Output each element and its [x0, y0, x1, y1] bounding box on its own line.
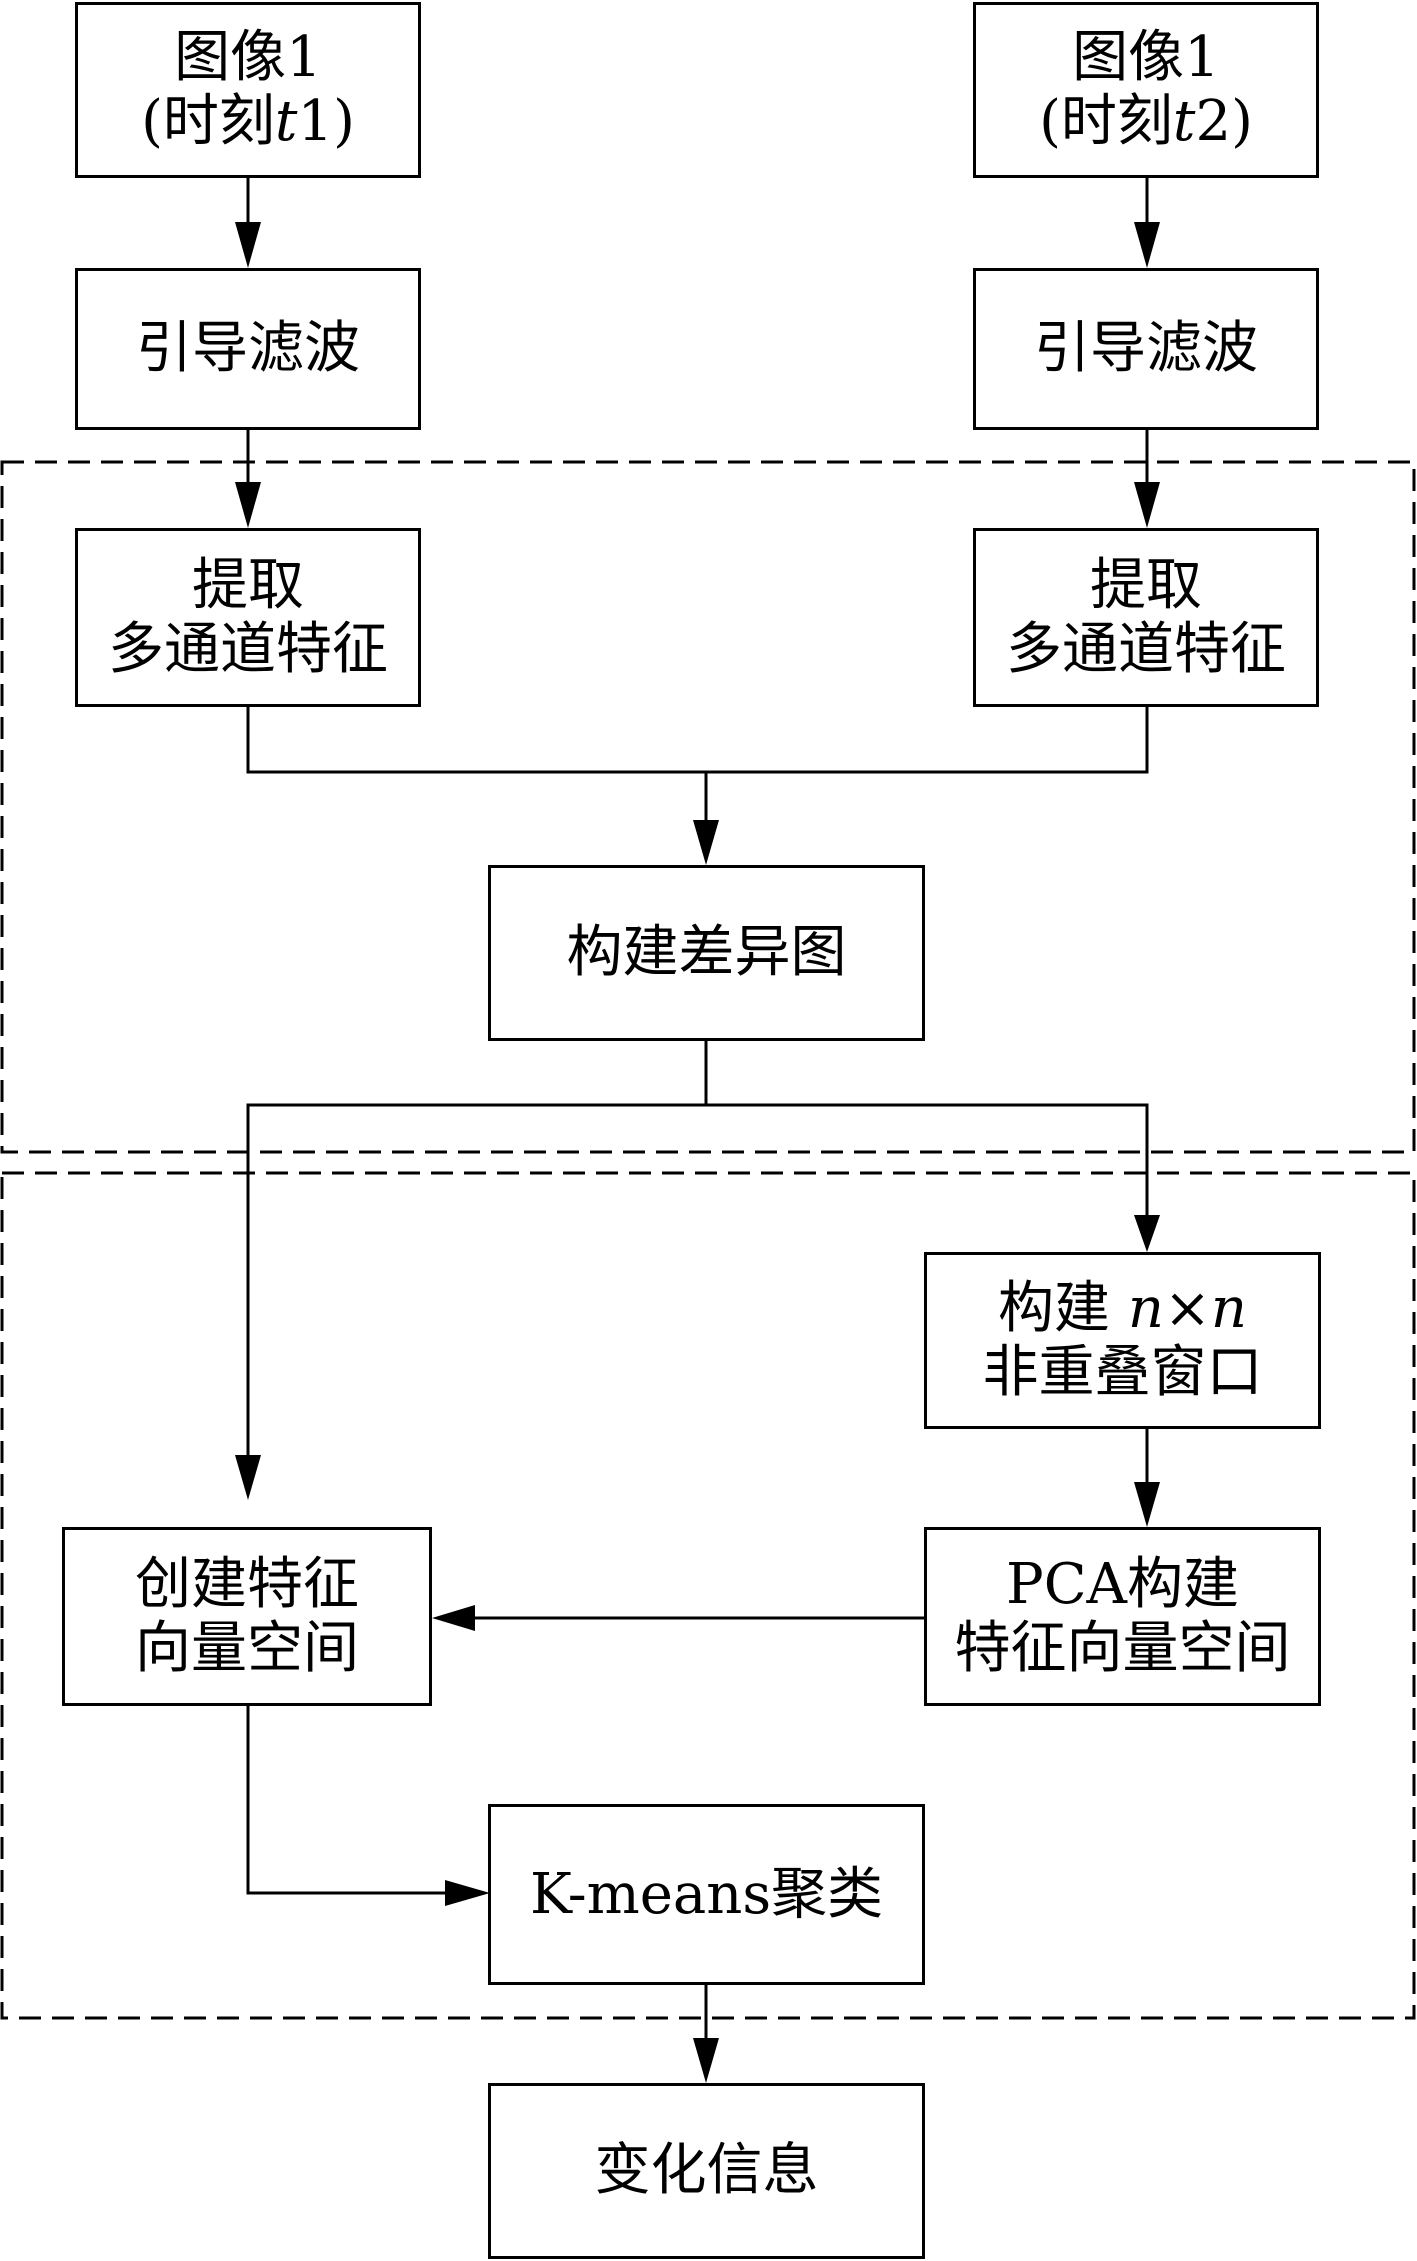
- split-diff-left: [246, 1041, 708, 1455]
- node-label: 引导滤波: [1034, 316, 1258, 381]
- arrowhead-icon: [235, 1455, 261, 1500]
- window-node: 构建 n×n 非重叠窗口: [924, 1252, 1321, 1429]
- arrowhead-icon: [1134, 482, 1160, 528]
- node-label-part: (时刻: [141, 89, 275, 154]
- image-t1-node: 图像1 (时刻t1): [75, 2, 421, 178]
- split-diff-right: [706, 1103, 1149, 1215]
- variable-n: n: [1127, 1275, 1164, 1341]
- difference-map-node: 构建差异图: [488, 865, 925, 1041]
- arrowhead-icon: [1134, 1215, 1160, 1252]
- kmeans-node: K-means聚类: [488, 1804, 925, 1985]
- node-label: 提取: [1090, 552, 1202, 618]
- guided-filter-left-node: 引导滤波: [75, 268, 421, 430]
- pca-node: PCA构建 特征向量空间: [924, 1527, 1321, 1706]
- extract-features-right-node: 提取 多通道特征: [973, 528, 1319, 707]
- node-label-part: (时刻: [1039, 89, 1173, 154]
- variable-t: t: [274, 89, 298, 154]
- times-sign: ×: [1163, 1275, 1211, 1341]
- node-label: 向量空间: [135, 1615, 359, 1681]
- node-label: 构建差异图: [566, 920, 847, 985]
- variable-t: t: [1172, 89, 1196, 154]
- node-label: (时刻t2): [1039, 90, 1253, 154]
- node-label: 图像1: [174, 25, 322, 90]
- arrowhead-icon: [235, 482, 261, 528]
- change-info-node: 变化信息: [488, 2083, 925, 2259]
- node-label: 多通道特征: [1006, 616, 1286, 682]
- merge-extract-to-diff: [246, 707, 1149, 774]
- arrowhead-icon: [432, 1605, 475, 1631]
- guided-filter-right-node: 引导滤波: [973, 268, 1319, 430]
- arrowhead-icon: [1134, 222, 1160, 268]
- node-label: 特征向量空间: [954, 1615, 1291, 1681]
- node-label-part: 构建: [998, 1275, 1128, 1341]
- arrow-create-to-kmeans: [246, 1705, 445, 1895]
- create-vector-space-node: 创建特征 向量空间: [62, 1527, 432, 1706]
- node-label: PCA构建: [1006, 1551, 1239, 1617]
- node-label: 多通道特征: [108, 616, 388, 682]
- node-label: 提取: [192, 552, 304, 618]
- extract-features-left-node: 提取 多通道特征: [75, 528, 421, 707]
- node-label: 创建特征: [135, 1551, 359, 1617]
- node-label-part: 1): [297, 89, 355, 154]
- node-label: (时刻t1): [141, 90, 355, 154]
- clustering-region: [0, 1171, 1416, 2020]
- node-label-part: 2): [1195, 89, 1253, 154]
- arrowhead-icon: [693, 2038, 719, 2083]
- node-label: K-means聚类: [529, 1861, 884, 1927]
- node-label: 引导滤波: [136, 316, 360, 381]
- feature-extraction-region: [0, 460, 1416, 1154]
- node-label: 图像1: [1072, 25, 1220, 90]
- variable-n: n: [1210, 1275, 1247, 1341]
- arrowhead-icon: [235, 222, 261, 268]
- node-label: 非重叠窗口: [982, 1339, 1263, 1405]
- arrowhead-icon: [445, 1880, 490, 1906]
- arrowhead-icon: [693, 820, 719, 865]
- image-t2-node: 图像1 (时刻t2): [973, 2, 1319, 178]
- node-label: 变化信息: [594, 2138, 819, 2203]
- arrowhead-icon: [1134, 1482, 1160, 1527]
- node-label: 构建 n×n: [998, 1275, 1247, 1341]
